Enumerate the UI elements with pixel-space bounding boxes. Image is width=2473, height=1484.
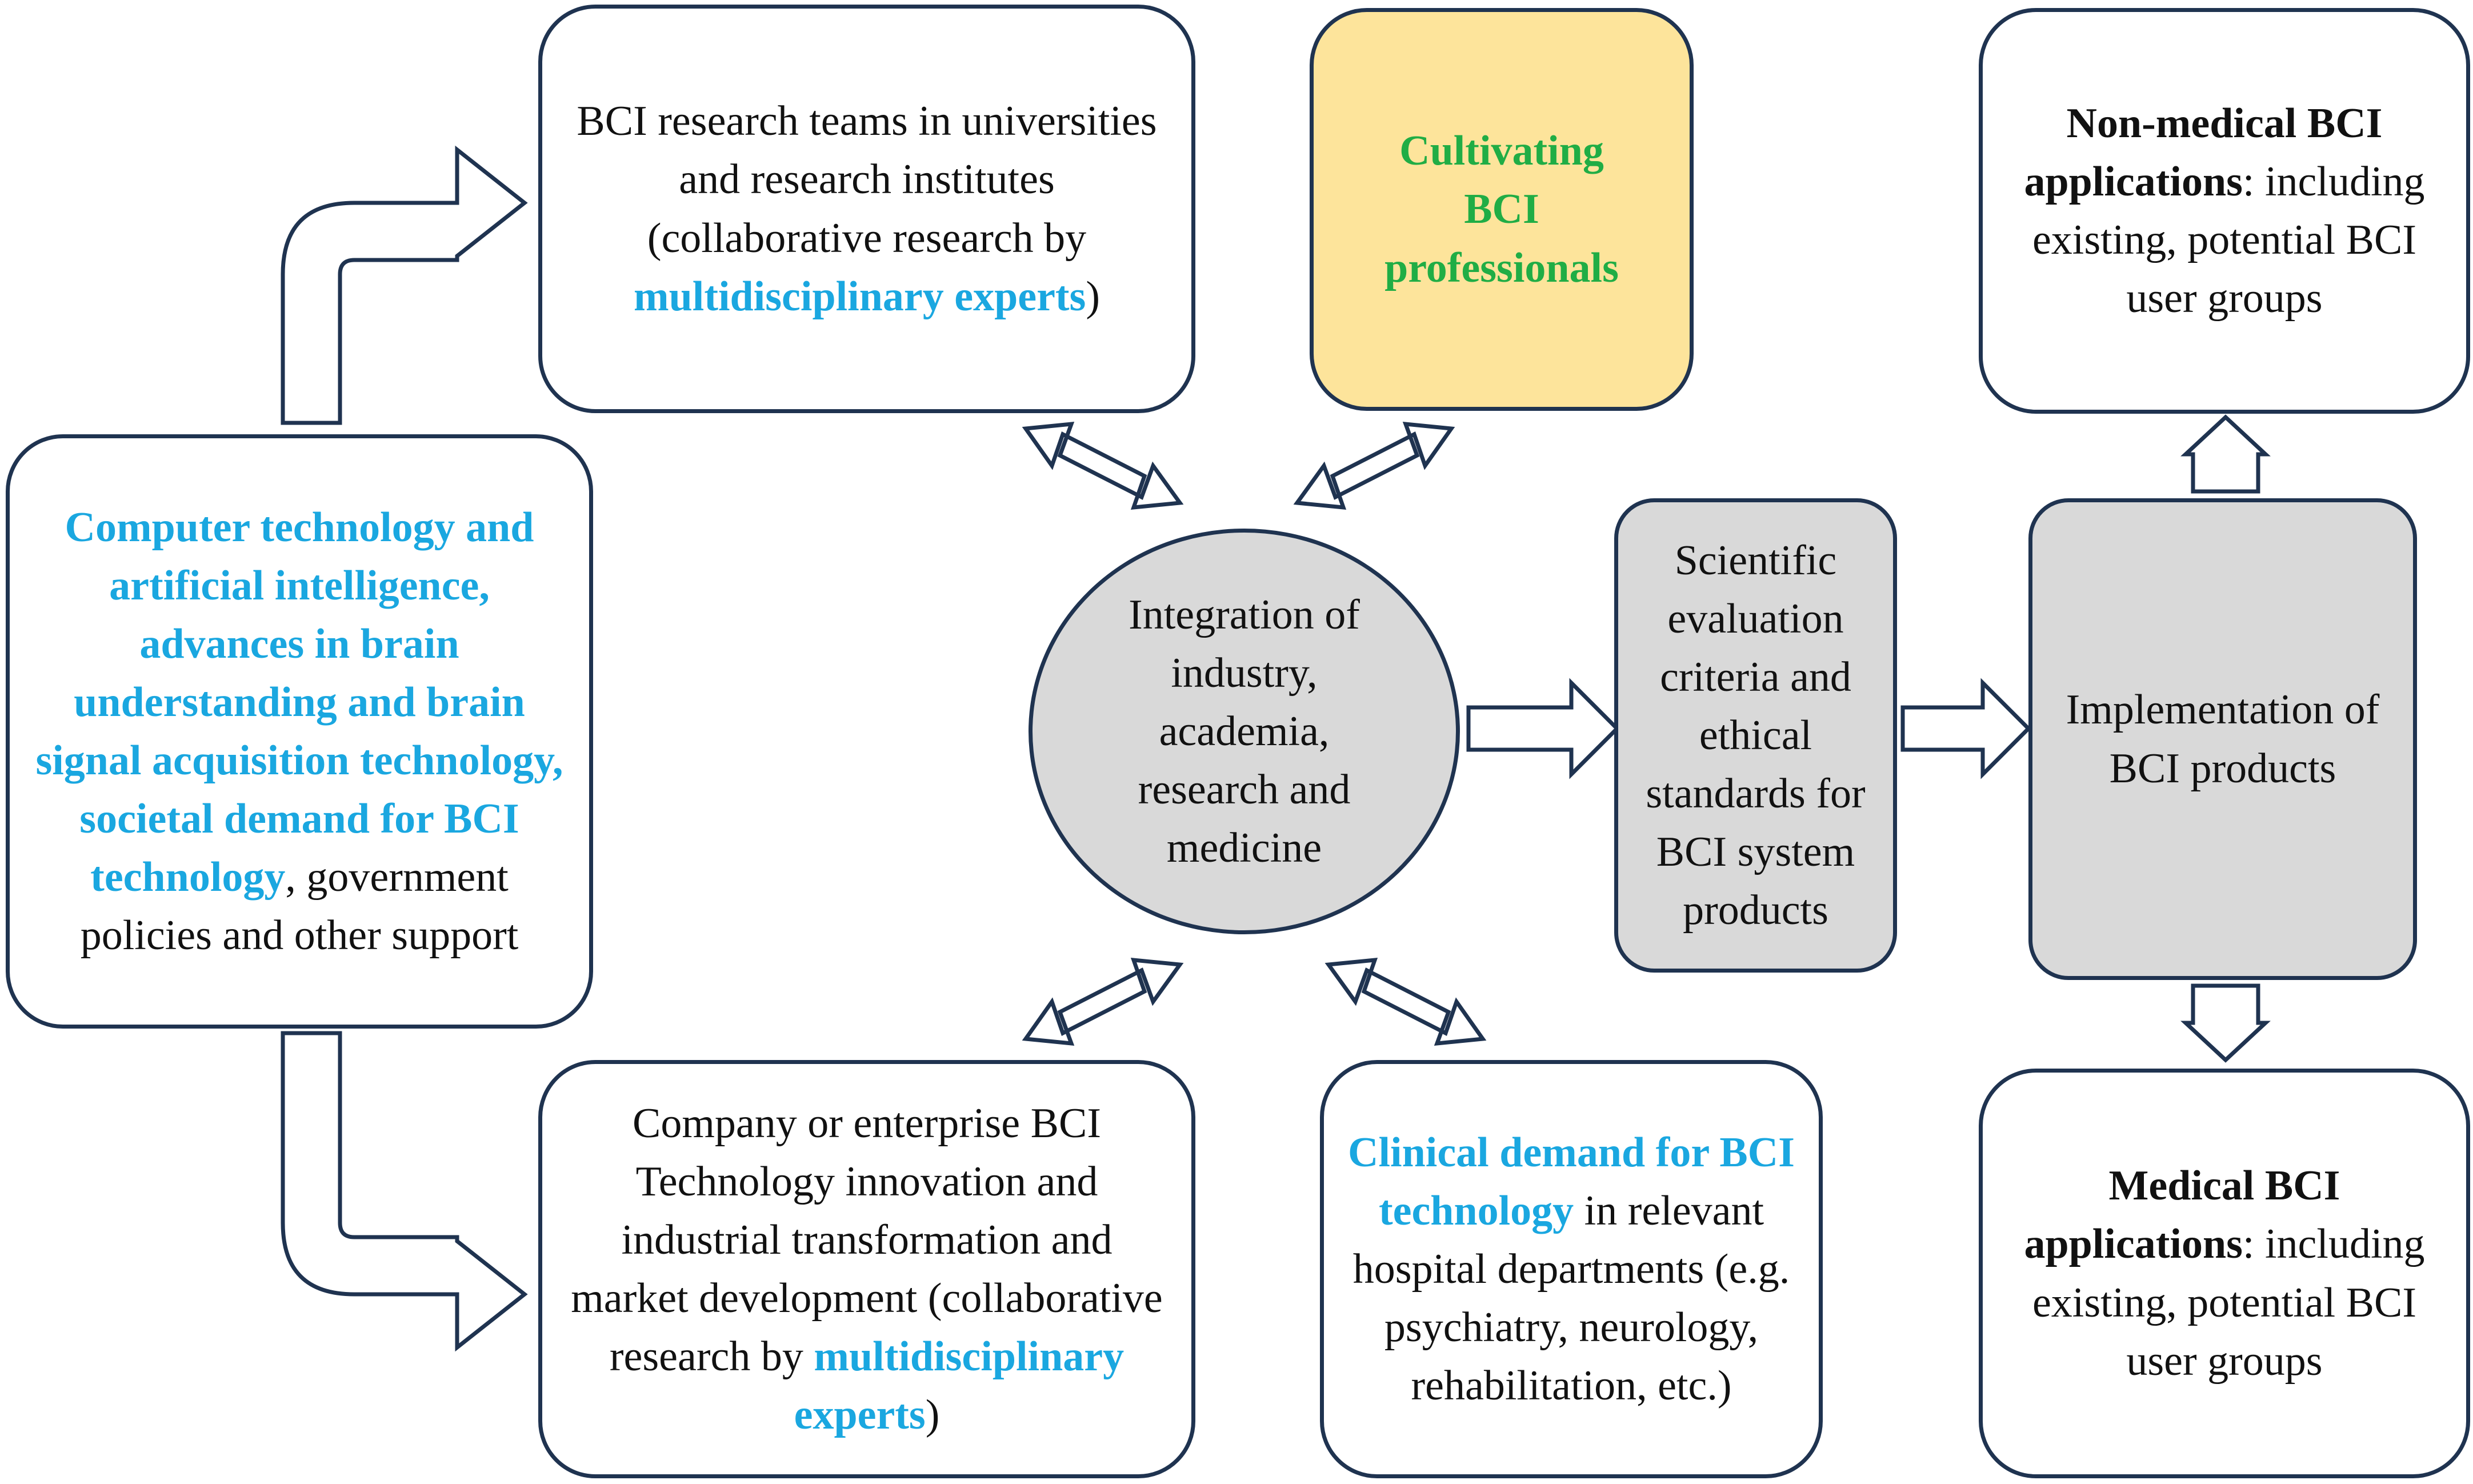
double-arrow-company-integration: [1022, 957, 1184, 1046]
clinical-highlight: Clinical demand for BCI technology: [1348, 1129, 1795, 1234]
evaluation-text: Scientific evaluation criteria and ethic…: [1646, 537, 1866, 934]
company-box: Company or enterprise BCI Technology inn…: [538, 1060, 1195, 1478]
bent-arrow-to-company: [281, 1031, 528, 1352]
implementation-text: Implementation of BCI products: [2066, 686, 2380, 792]
medical-rest: : including existing, potential BCI user…: [2032, 1221, 2425, 1385]
drivers-box: Computer technology and artificial intel…: [6, 434, 593, 1029]
company-highlight: multidisciplinary experts: [794, 1333, 1125, 1439]
integration-circle: Integration of industry, academia, resea…: [1029, 529, 1460, 934]
professionals-box: Cultivating BCI professionals: [1310, 8, 1694, 411]
research-teams-highlight: multidisciplinary experts: [633, 273, 1086, 320]
professionals-highlight: Cultivating BCI professionals: [1384, 127, 1619, 291]
implementation-box: Implementation of BCI products: [2028, 498, 2417, 980]
research-teams-text: BCI research teams in universities and r…: [577, 98, 1157, 262]
research-teams-text-end: ): [1086, 273, 1101, 320]
arrow-implementation-to-medical: [2180, 983, 2271, 1063]
arrow-evaluation-to-implementation: [1900, 678, 2031, 779]
clinical-box: Clinical demand for BCI technology in re…: [1320, 1060, 1823, 1478]
medical-bold: Medical BCI applications: [2024, 1162, 2340, 1268]
drivers-highlight: Computer technology and artificial intel…: [35, 503, 563, 901]
non-medical-box: Non-medical BCI applications: including …: [1979, 8, 2470, 414]
research-teams-box: BCI research teams in universities and r…: [538, 5, 1195, 413]
evaluation-box: Scientific evaluation criteria and ethic…: [1614, 498, 1897, 973]
double-arrow-clinical-integration: [1324, 957, 1487, 1046]
non-medical-rest: : including existing, potential BCI user…: [2032, 158, 2425, 322]
company-text: Company or enterprise BCI Technology inn…: [571, 1099, 1163, 1381]
integration-text: Integration of industry, academia, resea…: [1129, 591, 1360, 872]
bent-arrow-to-research-teams: [281, 145, 528, 425]
drivers-rest: , government policies and other support: [80, 854, 519, 959]
double-arrow-professionals-integration: [1293, 421, 1455, 510]
non-medical-bold: Non-medical BCI applications: [2024, 99, 2383, 205]
clinical-rest: in relevant hospital departments (e.g. p…: [1352, 1187, 1790, 1410]
arrow-implementation-to-non-medical: [2180, 414, 2271, 494]
company-text-end: ): [925, 1391, 940, 1439]
double-arrow-research-integration: [1022, 421, 1184, 510]
arrow-integration-to-evaluation: [1466, 678, 1620, 779]
medical-box: Medical BCI applications: including exis…: [1979, 1069, 2470, 1478]
